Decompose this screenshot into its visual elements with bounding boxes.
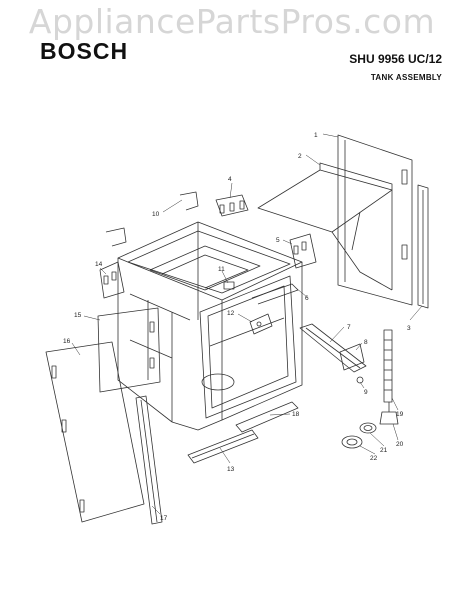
callout-6: 6: [305, 295, 309, 302]
part-12-bracket[interactable]: [249, 313, 273, 335]
part-22-foot[interactable]: [341, 435, 363, 449]
tank-body[interactable]: [117, 221, 303, 431]
callout-7: 7: [347, 324, 351, 331]
callout-22: 22: [370, 455, 378, 462]
leader-lines: [71, 133, 423, 515]
callout-13: 13: [227, 466, 235, 473]
callout-8: 8: [364, 339, 368, 346]
callout-12: 12: [227, 310, 235, 317]
part-13-bottom-rail[interactable]: [187, 429, 259, 464]
callout-labels: 1 2 3 4 5 6 7 8 9 10 11 12 13 14 15 16 1…: [63, 132, 411, 522]
part-20-nut[interactable]: [379, 402, 399, 425]
callout-18: 18: [292, 411, 300, 418]
brand-logo: BOSCH: [40, 38, 129, 64]
part-18-base-rail[interactable]: [235, 401, 299, 433]
callout-21: 21: [380, 447, 388, 454]
callout-19: 19: [396, 411, 404, 418]
part-19-spring-rod[interactable]: [383, 329, 393, 403]
part-9-pin[interactable]: [356, 376, 364, 384]
callout-3: 3: [407, 325, 411, 332]
callout-2: 2: [298, 153, 302, 160]
part-1-panel[interactable]: [337, 134, 413, 306]
callout-11: 11: [218, 266, 225, 273]
callout-16: 16: [63, 338, 71, 345]
part-14-bracket[interactable]: [99, 261, 125, 299]
model-number: SHU 9956 UC/12: [349, 52, 442, 66]
callout-4: 4: [228, 176, 232, 183]
callout-20: 20: [396, 441, 404, 448]
section-title: TANK ASSEMBLY: [370, 73, 442, 82]
part-10-hinges[interactable]: [105, 191, 199, 247]
part-6-rail[interactable]: [251, 283, 299, 305]
callout-9: 9: [364, 389, 368, 396]
callout-1: 1: [314, 132, 318, 139]
part-21-washer[interactable]: [359, 422, 377, 434]
part-2-top-panel[interactable]: [257, 162, 393, 291]
part-16-side-panel[interactable]: [45, 341, 145, 523]
part-3-trim-strip[interactable]: [417, 184, 429, 309]
part-11-clip[interactable]: [223, 281, 235, 290]
watermark: AppliancePartsPros.com: [28, 2, 436, 41]
callout-5: 5: [276, 237, 280, 244]
callout-15: 15: [74, 312, 82, 319]
part-8-cylinder[interactable]: [339, 343, 365, 371]
part-5-bracket[interactable]: [289, 233, 317, 269]
callout-14: 14: [95, 261, 103, 268]
part-7-support-arm[interactable]: [299, 323, 367, 373]
callout-17: 17: [160, 515, 168, 522]
callout-10: 10: [152, 211, 160, 218]
part-15-side-panel[interactable]: [97, 307, 161, 393]
part-17-trim-strip[interactable]: [135, 395, 163, 525]
part-4-bracket[interactable]: [215, 194, 249, 217]
